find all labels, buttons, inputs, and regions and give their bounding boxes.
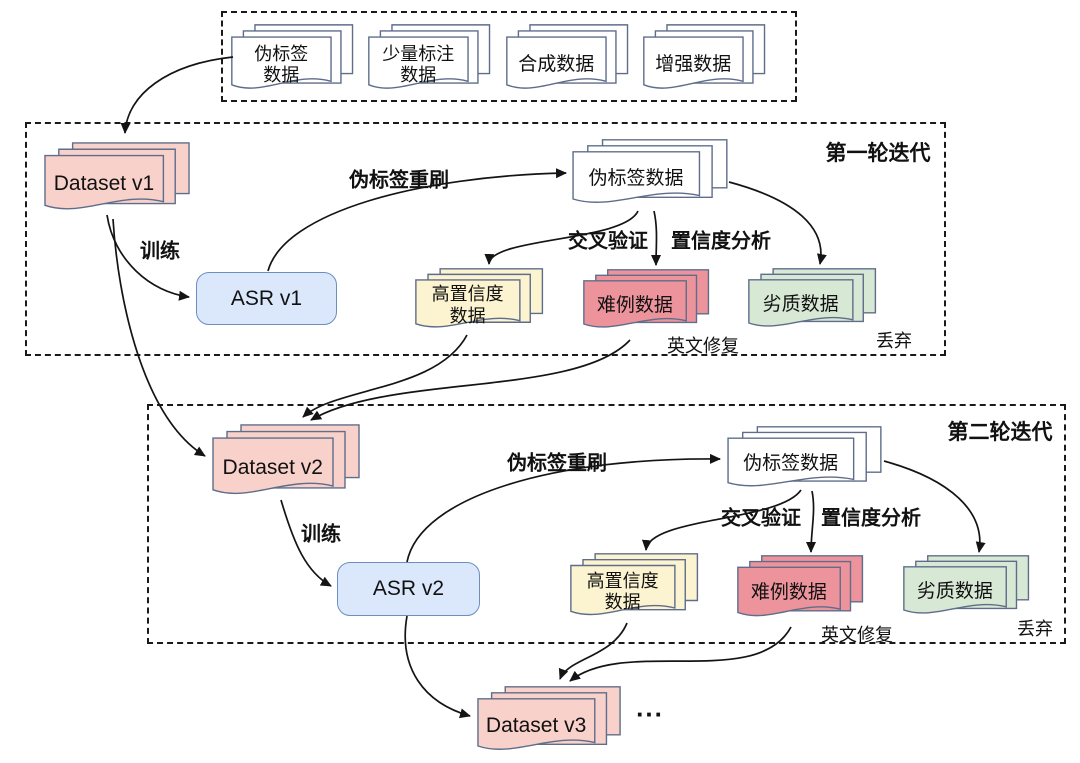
edge-label-train-iter2: 训练 (301, 523, 341, 546)
stack-label: 少量标注 数据 (368, 35, 468, 95)
edge-label-cross-validation-iter2: 交叉验证 (721, 507, 801, 530)
stack-small-labeled-data: 少量标注 数据 (368, 24, 492, 97)
edge-label-english-fix-iter2: 英文修复 (821, 625, 893, 645)
label-line: 合成数据 (518, 53, 595, 75)
iteration-1-title: 第一轮迭代 (825, 142, 931, 165)
edge-label-discard-iter1: 丢弃 (876, 331, 912, 351)
document-stack-icon (368, 24, 492, 97)
stack-label: 伪标签 数据 (231, 35, 331, 95)
asr-v2-model-box: ASR v2 (337, 562, 480, 616)
label-line: 劣质数据 (916, 580, 993, 602)
stack-label: 劣质数据 (903, 565, 1007, 619)
edge-label-confidence-analysis-iter1: 置信度分析 (671, 230, 771, 253)
stack-pseudo-label-data-iter1: 伪标签数据 (572, 139, 730, 211)
stack-label: 增强数据 (643, 35, 743, 95)
stack-dataset-v3: Dataset v3 (477, 686, 623, 758)
stack-label: 难例数据 (583, 279, 687, 333)
label-line: 劣质数据 (762, 293, 839, 315)
stack-pseudo-label-data-source: 伪标签 数据 (231, 24, 355, 97)
document-stack-icon (583, 269, 711, 335)
document-stack-icon (212, 424, 362, 503)
label-line: Dataset v2 (222, 455, 323, 479)
stack-label: 劣质数据 (748, 278, 853, 332)
label-line: 数据 (604, 592, 641, 613)
label-line: 增强数据 (655, 53, 732, 75)
continuation-ellipsis: ... (636, 692, 664, 723)
stack-label: 伪标签数据 (727, 436, 854, 492)
stack-label: 高置信度 数据 (570, 564, 675, 621)
document-stack-icon (572, 139, 730, 211)
document-stack-icon (231, 24, 355, 97)
edge-label-relabel-iter2: 伪标签重刷 (507, 452, 607, 475)
stack-hard-example-data-iter1: 难例数据 (583, 269, 711, 335)
stack-augmented-data: 增强数据 (643, 24, 767, 97)
label-line: 数据 (449, 305, 486, 326)
document-stack-icon (506, 24, 630, 97)
edge-label-confidence-analysis-iter2: 置信度分析 (821, 507, 921, 530)
stack-label: Dataset v2 (212, 436, 334, 501)
asr-v1-label: ASR v1 (230, 286, 303, 310)
stack-hard-example-data-iter2: 难例数据 (737, 555, 865, 624)
stack-label: 合成数据 (506, 35, 606, 95)
asr-v1-model-box: ASR v1 (196, 272, 337, 325)
edge-label-train-iter1: 训练 (140, 240, 180, 263)
label-line: 高置信度 (586, 570, 659, 591)
stack-low-quality-data-iter1: 劣质数据 (748, 268, 878, 334)
document-stack-icon (727, 426, 884, 494)
document-stack-icon (415, 268, 545, 335)
document-stack-icon (44, 142, 192, 218)
document-stack-icon (748, 268, 878, 334)
stack-dataset-v1: Dataset v1 (44, 142, 192, 218)
stack-label: Dataset v1 (44, 153, 164, 215)
label-line: Dataset v1 (53, 172, 155, 196)
label-line: 伪标签 (254, 43, 309, 64)
label-line: 数据 (263, 64, 300, 85)
label-line: 难例数据 (596, 294, 673, 316)
edge-label-relabel-iter1: 伪标签重刷 (349, 169, 449, 192)
label-line: 难例数据 (750, 582, 827, 604)
stack-label: 高置信度 数据 (415, 278, 520, 333)
stack-pseudo-label-data-iter2: 伪标签数据 (727, 426, 884, 494)
label-line: 高置信度 (431, 284, 504, 305)
label-line: 伪标签数据 (743, 452, 839, 474)
document-stack-icon (737, 555, 865, 624)
label-line: 伪标签数据 (588, 168, 684, 190)
document-stack-icon (903, 555, 1031, 621)
stack-synthetic-data: 合成数据 (506, 24, 630, 97)
stack-high-confidence-data-iter2: 高置信度 数据 (570, 553, 700, 623)
edge-label-discard-iter2: 丢弃 (1017, 619, 1053, 639)
edge-label-english-fix-iter1: 英文修复 (667, 336, 739, 356)
stack-label: 伪标签数据 (572, 150, 700, 209)
label-line: 少量标注 (382, 43, 455, 64)
stack-label: Dataset v3 (477, 697, 595, 756)
stack-label: 难例数据 (737, 565, 841, 622)
label-line: Dataset v3 (485, 713, 587, 737)
asr-v2-label: ASR v2 (372, 577, 445, 600)
stack-high-confidence-data-iter1: 高置信度 数据 (415, 268, 545, 335)
label-line: 数据 (400, 64, 437, 85)
iteration-2-title: 第二轮迭代 (947, 421, 1053, 444)
stack-low-quality-data-iter2: 劣质数据 (903, 555, 1031, 621)
stack-dataset-v2: Dataset v2 (212, 424, 362, 503)
document-stack-icon (643, 24, 767, 97)
edge-label-cross-validation-iter1: 交叉验证 (568, 230, 648, 253)
document-stack-icon (477, 686, 623, 758)
